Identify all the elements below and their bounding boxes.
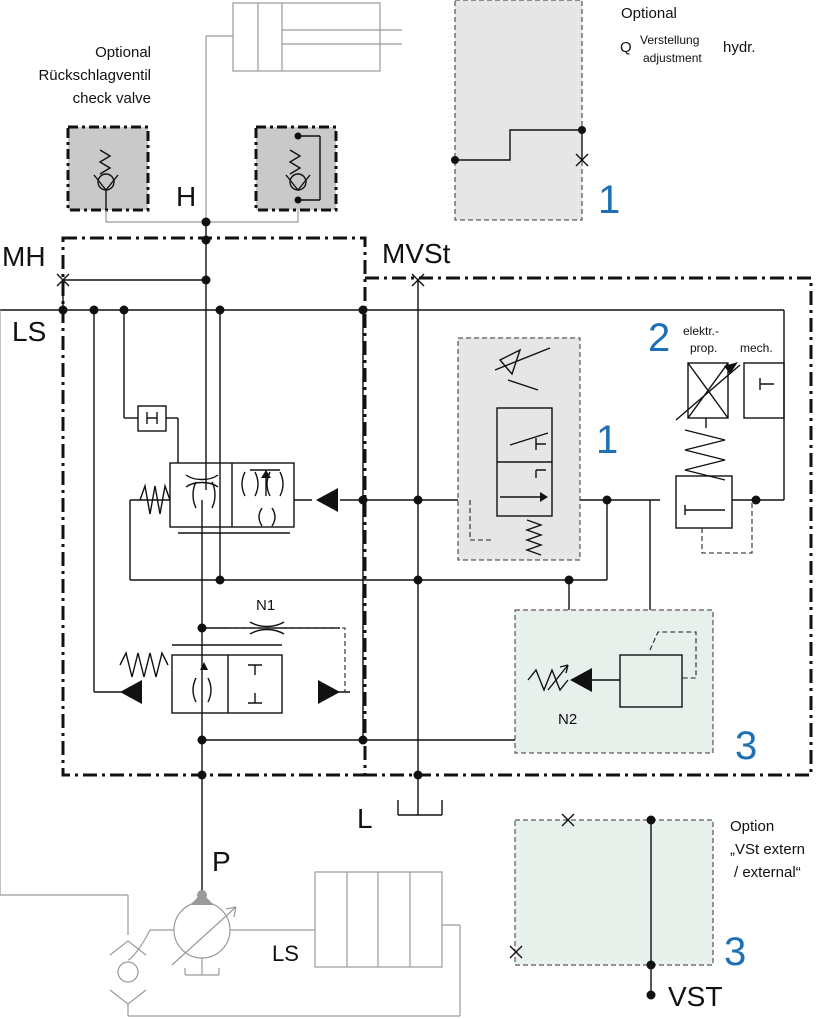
ls-pump-label: LS (272, 941, 299, 966)
pump-assembly (109, 871, 461, 1017)
mech-label: mech. (740, 341, 773, 355)
vst-port-label: VST (668, 981, 723, 1012)
compensator-box (514, 609, 714, 754)
number-3-mid: 3 (735, 724, 758, 768)
rueckschlag-label: Rückschlagventil (38, 67, 151, 84)
actuator-group (675, 362, 785, 554)
check-valve-right (254, 125, 338, 212)
mvst-port-icon (411, 273, 425, 287)
adjustment-label: adjustment (643, 51, 702, 65)
optional-label-top: Optional (621, 5, 677, 22)
optional-label-left: Optional (95, 44, 151, 61)
check-valve-left (66, 125, 150, 212)
elektr-label: elektr.- (683, 324, 720, 338)
verstellung-label: Verstellung (640, 33, 700, 47)
proportional-regulator (457, 337, 581, 561)
n1-orifice-icon (249, 621, 285, 635)
check-valve-label: check valve (72, 90, 151, 107)
number-2: 2 (648, 316, 671, 360)
mvst-port-label: MVSt (382, 238, 451, 269)
cylinder (205, 2, 402, 225)
prop-label: prop. (690, 341, 718, 355)
vst-external-box (509, 813, 714, 1000)
n1-label: N1 (256, 597, 276, 614)
hydr-label: hydr. (723, 39, 756, 56)
n2-label: N2 (558, 711, 578, 728)
regulator-section-frame (363, 276, 813, 777)
number-1-mid: 1 (596, 418, 619, 462)
external-label: / external“ (734, 864, 801, 881)
q-label: Q (620, 39, 632, 56)
number-3-bottom: 3 (724, 930, 747, 974)
mh-port-label: MH (2, 241, 46, 272)
number-1-top: 1 (598, 178, 621, 222)
mh-port-icon (56, 273, 70, 287)
p-port-label: P (212, 846, 231, 877)
option-label: Option (730, 818, 775, 835)
secondary-valve (119, 644, 340, 714)
orifice-box (137, 405, 167, 432)
q-adjustment-box (451, 0, 589, 221)
h-port-label: H (176, 181, 197, 212)
main-directional-valve (139, 462, 338, 534)
vst-extern-label: „VSt extern (730, 841, 806, 858)
ls-port-label: LS (12, 316, 47, 347)
l-port-label: L (357, 803, 373, 834)
